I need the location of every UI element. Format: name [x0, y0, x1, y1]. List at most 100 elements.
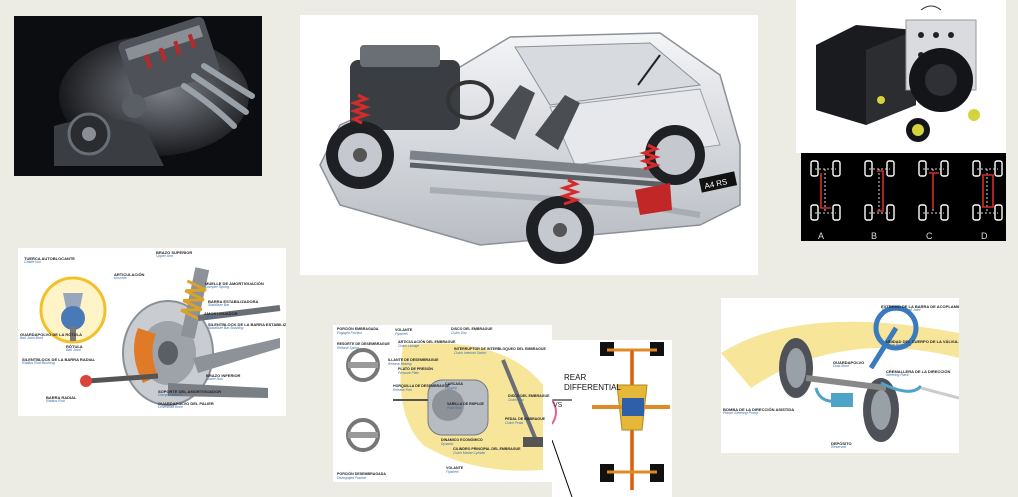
abs-config-a: [810, 160, 841, 221]
suspension-label-es: BARRA ESTABILIZADORA: [208, 299, 259, 304]
clutch-label-es: VOLANTE: [446, 466, 464, 470]
abs-axle-lines: [815, 168, 836, 214]
clutch-label-en: Clutch Disc: [508, 397, 525, 402]
clutch-label-en: Pressure Plate: [398, 370, 419, 375]
clutch-label-en: Flywheel: [395, 331, 408, 336]
clutch-label-es: ILLANTE DE DESEMBRAGUE: [388, 358, 439, 362]
clutch-label-es: VARILLA DE EMPUJE: [447, 402, 484, 406]
steering-label-en: Valve Body Unit: [886, 343, 912, 348]
suspension-label-es: MUELLE DE AMORTIGUACIÓN: [205, 281, 264, 286]
suspension-label-en: Ball Joint: [66, 348, 81, 353]
abs-wheel: [886, 204, 895, 221]
abs-wheel: [940, 160, 949, 177]
suspension-label-en: Stabiliser Bar Bushing: [208, 326, 244, 331]
clutch-label-es: PLATO DE PRESIÓN: [398, 367, 434, 371]
suspension-label-en: Radius Rod: [46, 399, 65, 404]
steering-label-es: BOMBA DE LA DIRECCIÓN ASISTIDA: [723, 407, 795, 412]
clutch-label-en: Clutch Master Cylinder: [453, 450, 486, 455]
clutch-label-en: Release Fork: [393, 387, 412, 392]
abs-wheel: [886, 160, 895, 177]
abs-wheel: [918, 204, 927, 221]
suspension-label-en: Damper Mount: [158, 393, 182, 398]
clutch-label-en: Disengaged Position: [337, 475, 367, 480]
abs-wheel: [994, 160, 1003, 177]
clutch-label-en: Push Rod: [447, 405, 461, 410]
suspension-label-en: Damper Spring: [205, 285, 230, 290]
clutch-label-en: Engaged Position: [337, 330, 362, 335]
clutch-label-es: HORQUILLA DE DESEMBRAGUE: [393, 384, 450, 388]
abs-wheel: [940, 204, 949, 221]
suspension-label-es: TUERCA AUTOBLOCANTE: [24, 256, 75, 261]
clutch-label-en: Housing: [445, 385, 457, 390]
suspension-label-es: GUARDAPOLVO DE LA RÓTULA: [20, 332, 82, 337]
suspension-label-es: SILENTBLOCK DE LA BARRA RADIAL: [22, 357, 96, 362]
clutch-label-es: PEDAL DE EMBRAGUE: [505, 417, 546, 421]
engine-photo: [14, 16, 262, 176]
abs-wheel: [918, 160, 927, 177]
clutch-label-es: DISCO DEL EMBRAGUE: [508, 394, 550, 398]
clutch-label-en: Release Spring: [337, 345, 359, 350]
suspension-label-es: SILENTBLOCK DE LA BARRA ESTABILIZADORA: [208, 322, 286, 327]
clutch-label-es: VOLANTE: [395, 328, 413, 332]
clutch-label-en: Flywheel: [446, 469, 459, 474]
abs-wheel: [832, 204, 841, 221]
car-cutaway-illustration: A4 RS: [300, 15, 758, 275]
steering-label-en: Power Steering Pump: [723, 411, 758, 416]
abs-brake-circuit: [929, 172, 939, 209]
clutch-label: INTERRUPTOR DE INTERBLOQUEO DEL EMBRAGUE…: [454, 347, 546, 355]
suspension-label-es: BRAZO INFERIOR: [206, 373, 241, 378]
steering-label-en: Steering Rack: [886, 373, 909, 378]
clutch-label-en: Clutch Interlock Switch: [454, 350, 487, 355]
steering-label-es: GUARDAPOLVO: [833, 360, 865, 365]
suspension-label-en: Stabiliser Bar: [208, 303, 230, 308]
abs-wheel: [810, 160, 819, 177]
suspension-label: SILENTBLOCK DE LA BARRA ESTABILIZADORASt…: [208, 322, 286, 331]
clutch-label-es: INTERRUPTOR DE INTERBLOQUEO DEL EMBRAGUE: [454, 347, 546, 351]
steering-label-es: EXTREMO DE LA BARRA DE ACOPLAMIENTO A LA…: [881, 304, 959, 309]
abs-wheel: [832, 160, 841, 177]
suspension-label-en: Knuckle: [114, 276, 127, 281]
clutch-label-en: Release Bearing: [388, 361, 412, 366]
abs-brake-circuit: [982, 174, 994, 208]
abs-label-c: C: [926, 231, 933, 241]
clutch-label-es: PORCIÓN DESEMBRAGADA: [337, 472, 386, 476]
suspension-label-en: Damper: [204, 315, 217, 320]
clutch-label-es: PORCIÓN EMBRAGADA: [337, 327, 379, 331]
abs-brake-circuit: [820, 173, 831, 209]
clutch-label-es: CILINDRO PRINCIPAL DEL EMBRAGUE: [453, 447, 521, 451]
clutch-label-en: Clutch Linkage: [398, 343, 420, 348]
rear-differential-label-line1: REAR: [564, 373, 587, 382]
suspension-label-en: Castle Nut: [24, 260, 41, 265]
abs-config-c: [918, 160, 949, 221]
clutch-label-en: Clutch Disc: [451, 330, 468, 335]
steering-label: EXTREMO DE LA BARRA DE ACOPLAMIENTO A LA…: [881, 304, 959, 313]
clutch-label-es: DINAMICO ECONÓMICO: [441, 438, 483, 442]
steering-label-en: Dust Boot: [833, 364, 849, 369]
abs-circuit-diagrams: A B C D: [801, 153, 1006, 241]
suspension-label-es: GUARDAPOLVO DEL PALIER: [158, 401, 214, 406]
suspension-label-es: BARRA RADIAL: [46, 395, 77, 400]
